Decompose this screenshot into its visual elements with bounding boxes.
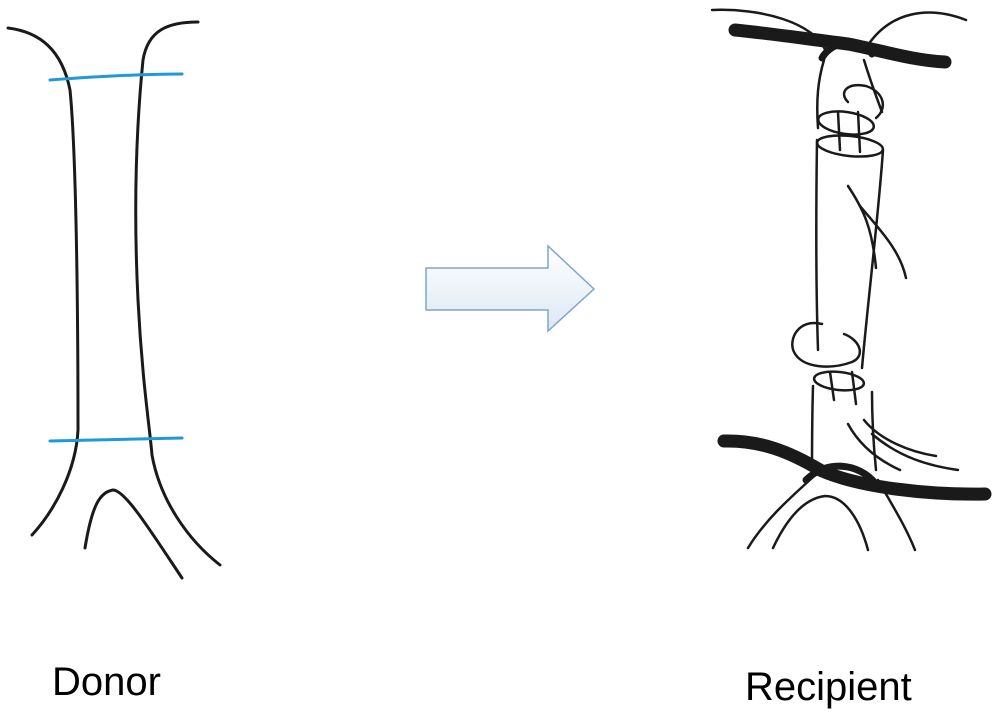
right-arrow-icon — [426, 246, 594, 331]
recipient-label: Recipient — [745, 665, 912, 710]
donor-lower-cut-line — [50, 438, 182, 441]
graft-upper-end — [816, 133, 884, 160]
recipient-ligature-bands — [724, 30, 985, 494]
donor-vessel — [8, 22, 220, 578]
recipient-side-branches — [848, 186, 958, 470]
graft-left-wall — [816, 140, 818, 350]
recipient-graft-tube — [792, 133, 884, 393]
graft-right-wall — [862, 150, 883, 368]
donor-left-wall — [8, 28, 78, 535]
donor-label: Donor — [52, 660, 161, 705]
graft-lower-end — [813, 369, 865, 392]
donor-upper-cut-line — [50, 74, 182, 80]
donor-right-wall — [136, 22, 220, 565]
donor-cut-lines — [50, 74, 182, 441]
graft-mid-suture-loop — [792, 323, 860, 367]
